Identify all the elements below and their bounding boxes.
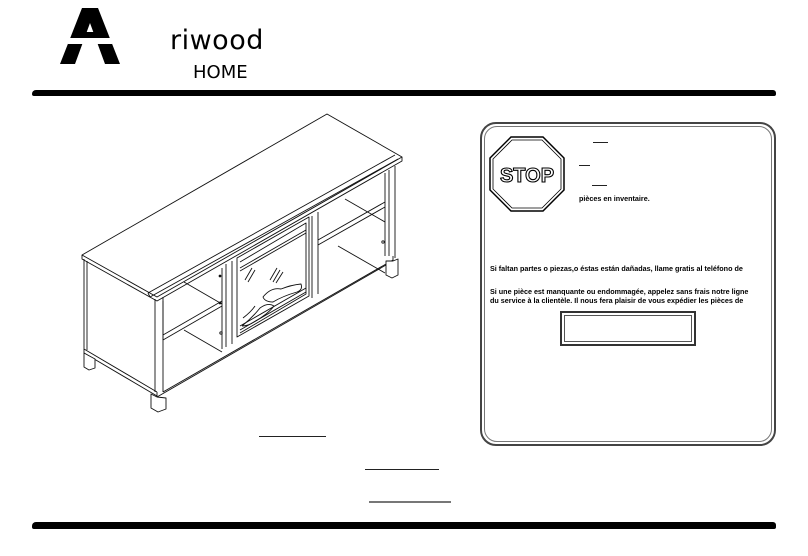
stop-blank-line-2 (579, 165, 590, 166)
french-missing-parts-text-line2: du service à la clientèle. Il nous fera … (490, 296, 744, 305)
brand-subtitle: HOME (193, 62, 248, 83)
inventory-text: pièces en inventaire. (579, 194, 650, 203)
spanish-missing-parts-text: Si faltan partes o piezas,o éstas están … (490, 264, 743, 273)
brand-logo-icon (60, 8, 120, 64)
part-number-blank (369, 501, 451, 503)
product-drawing (70, 105, 415, 420)
stop-blank-line-3 (592, 185, 607, 186)
missing-parts-notice-panel (480, 122, 776, 446)
header-divider (32, 90, 776, 96)
svg-text:STOP: STOP (500, 165, 554, 187)
footer-divider (32, 522, 776, 529)
brand-name: riwood (170, 25, 264, 56)
phone-number-value (564, 315, 692, 342)
stop-blank-line-1 (593, 142, 608, 143)
phone-number-box (560, 311, 696, 346)
product-name-blank (259, 436, 326, 437)
model-number-blank (365, 469, 439, 470)
french-missing-parts-text-line1: Si une pièce est manquante ou endommagée… (490, 287, 749, 296)
stop-sign-icon: STOP (489, 136, 565, 212)
